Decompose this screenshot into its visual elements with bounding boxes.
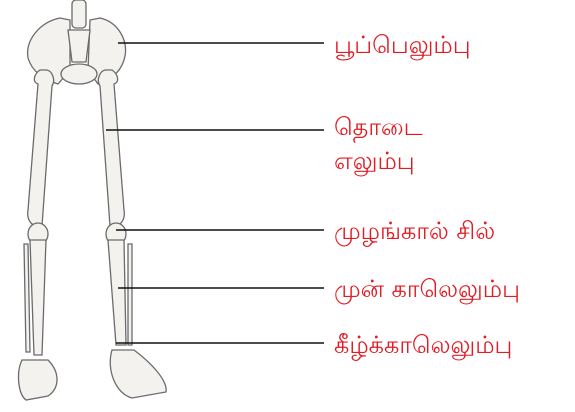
right-femur: [98, 70, 124, 226]
femur-label-line2: எலும்பு: [334, 146, 415, 176]
femur-label-line1: தொடை: [334, 112, 423, 142]
left-foot: [19, 360, 57, 400]
left-tibia: [30, 240, 46, 355]
pubic-area: [61, 64, 97, 84]
patella-label: முழங்கால் சில்: [334, 216, 495, 246]
left-fibula: [24, 244, 30, 352]
left-femur: [28, 70, 54, 226]
spine: [72, 0, 86, 28]
sacrum: [68, 30, 90, 62]
right-foot: [110, 350, 166, 398]
right-fibula: [128, 244, 132, 345]
fibula-label: முன் காலெலும்பு: [334, 274, 520, 304]
hip-bone-label: பூப்பெலும்பு: [334, 30, 471, 60]
right-tibia: [108, 240, 126, 345]
tibia-label: கீழ்க்காலெலும்பு: [334, 330, 512, 360]
